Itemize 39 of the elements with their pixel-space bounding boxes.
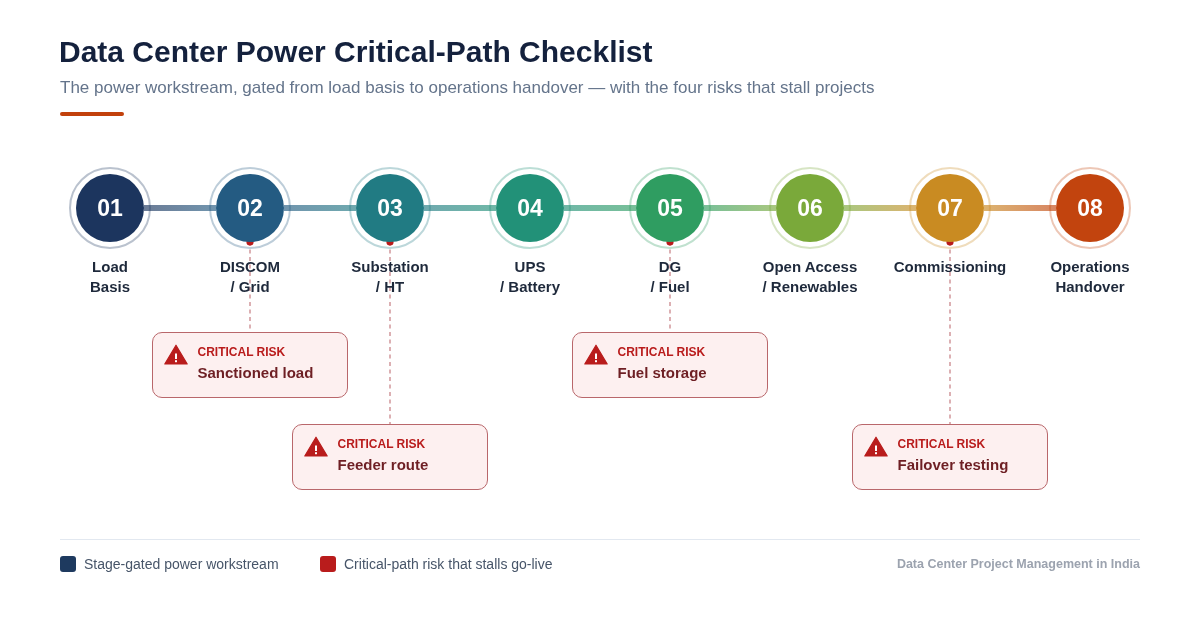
step-label: Commissioning	[893, 257, 1007, 277]
risk-kicker: CRITICAL RISK	[897, 436, 986, 452]
step-number: 05	[657, 195, 683, 221]
risk-kicker: CRITICAL RISK	[617, 344, 706, 360]
step-number: 04	[517, 195, 543, 221]
step-number: 02	[237, 195, 263, 221]
step-number: 06	[797, 195, 823, 221]
step-number: 07	[937, 195, 963, 221]
connector-line	[704, 205, 776, 211]
risk-kicker: CRITICAL RISK	[337, 436, 426, 452]
risk-kicker: CRITICAL RISK	[197, 344, 286, 360]
footer-text: Data Center Project Management in India	[896, 556, 1140, 572]
subtitle: The power workstream, gated from load basis to operations handover — with the four risks that stall projects	[60, 77, 875, 98]
risk-title: Sanctioned load	[197, 362, 314, 383]
step-label: Operations Handover	[1050, 257, 1130, 297]
step-label: Open Access / Renewables	[762, 257, 858, 297]
legend-label: Stage-gated power workstream	[84, 556, 279, 572]
connector-line	[564, 205, 636, 211]
risk-card	[292, 424, 488, 490]
title: Data Center Power Critical-Path Checklist	[59, 34, 653, 70]
step-number: 08	[1077, 195, 1103, 221]
step-number: 01	[97, 195, 123, 221]
connector-line	[844, 205, 916, 211]
risk-card	[572, 332, 768, 398]
connector-line	[284, 205, 356, 211]
step-label: DG / Fuel	[650, 257, 690, 297]
legend-label: Critical-path risk that stalls go-live	[344, 556, 553, 572]
connector-line	[424, 205, 496, 211]
step-label: Load Basis	[90, 257, 130, 297]
step-label: Substation / HT	[351, 257, 429, 297]
risk-title: Failover testing	[897, 454, 1009, 475]
risk-card	[152, 332, 348, 398]
step-label: DISCOM / Grid	[220, 257, 280, 297]
step-label: UPS / Battery	[500, 257, 560, 297]
step-number: 03	[377, 195, 403, 221]
risk-title: Feeder route	[337, 454, 429, 475]
connector-line	[144, 205, 216, 211]
risk-card	[852, 424, 1048, 490]
risk-title: Fuel storage	[617, 362, 707, 383]
